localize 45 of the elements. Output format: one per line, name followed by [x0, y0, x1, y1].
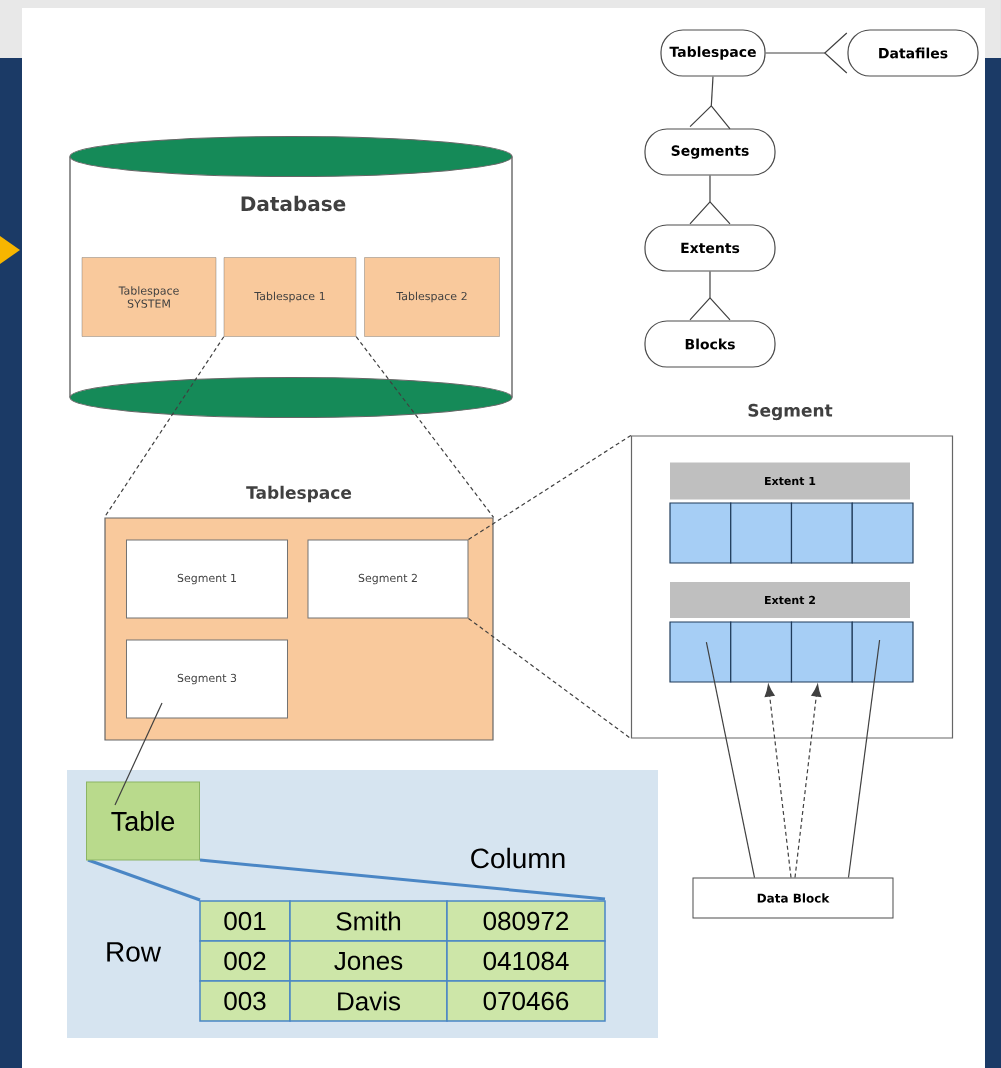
relationship-line	[689, 271, 731, 321]
table-cell: 041084	[446, 940, 606, 982]
column-label: Column	[471, 847, 565, 869]
arrow	[764, 684, 792, 879]
table-cell: 080972	[446, 900, 606, 942]
table-cell: Smith	[289, 900, 448, 942]
tablespace-box: Tablespace 1	[223, 257, 357, 337]
table-cell: 001	[199, 900, 291, 942]
block-cell	[669, 502, 732, 564]
leader-line	[114, 702, 163, 806]
node-label: Segment	[748, 403, 833, 421]
block-cell	[851, 502, 914, 564]
relationship-line	[689, 175, 731, 225]
segment-box: Segment 1	[126, 539, 288, 619]
table-cell: Davis	[289, 980, 448, 1022]
segment-box: Segment 3	[126, 639, 288, 719]
extent-header: Extent 2	[670, 582, 910, 618]
node-label: Database	[241, 195, 346, 212]
table-cell: 070466	[446, 980, 606, 1022]
node-label: Tablespace	[246, 485, 352, 503]
tablespace-box: Tablespace 2	[364, 257, 500, 337]
row-label: Row	[107, 942, 162, 962]
relationship-line	[765, 32, 848, 74]
block-cell	[730, 502, 793, 564]
extent-header: Extent 1	[670, 462, 910, 500]
arrow	[794, 684, 822, 879]
table-box: Table	[86, 781, 200, 861]
block-cell	[851, 621, 914, 683]
block-cell	[730, 621, 793, 683]
block-cell	[790, 621, 853, 683]
table-cell: 002	[199, 940, 291, 982]
zoom-line	[467, 617, 632, 740]
zoom-line	[355, 336, 495, 518]
tablespace-box: Tablespace SYSTEM	[81, 257, 217, 337]
connector-line	[705, 641, 756, 879]
block-cell	[790, 502, 853, 564]
segment-box: Segment 2	[307, 539, 469, 619]
table-cell: 003	[199, 980, 291, 1022]
block-cell	[669, 621, 732, 683]
zoom-line	[103, 336, 225, 518]
table-cell: Jones	[289, 940, 448, 982]
zoom-line	[467, 434, 632, 541]
data-block-box: Data Block	[692, 877, 894, 919]
connector-line	[847, 639, 881, 879]
relationship-line	[689, 76, 731, 130]
